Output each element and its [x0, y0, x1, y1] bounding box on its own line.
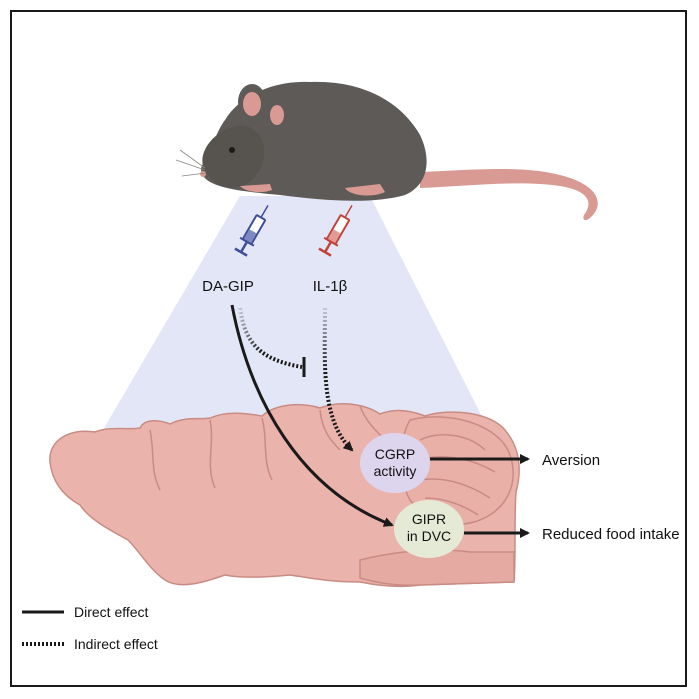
legend: Direct effect Indirect effect: [22, 604, 158, 652]
brain-illustration: [49, 403, 520, 588]
syringe-icon: [234, 204, 269, 257]
cgrp-label-line1: CGRP: [375, 446, 415, 462]
gipr-label-line1: GIPR: [412, 511, 446, 527]
mouse-illustration: [175, 81, 598, 221]
outcome-aversion: Aversion: [542, 452, 600, 469]
legend-direct-label: Direct effect: [74, 604, 149, 620]
drug-label-da-gip: DA-GIP: [202, 278, 254, 295]
cgrp-activity-node: [360, 433, 430, 493]
outcome-reduced-food-intake: Reduced food intake: [542, 526, 680, 543]
syringe-icon: [318, 204, 353, 257]
cgrp-label-line2: activity: [374, 463, 417, 479]
drug-label-il-1b: IL-1β: [313, 278, 348, 295]
inhibition-line: [238, 307, 303, 369]
gipr-label-line2: in DVC: [407, 528, 451, 544]
gipr-dvc-node: [394, 500, 464, 558]
legend-indirect-label: Indirect effect: [74, 636, 158, 652]
indirect-effect-arrow: [322, 307, 354, 452]
projection-beam: [90, 196, 500, 452]
direct-effect-arrow: [230, 304, 394, 527]
